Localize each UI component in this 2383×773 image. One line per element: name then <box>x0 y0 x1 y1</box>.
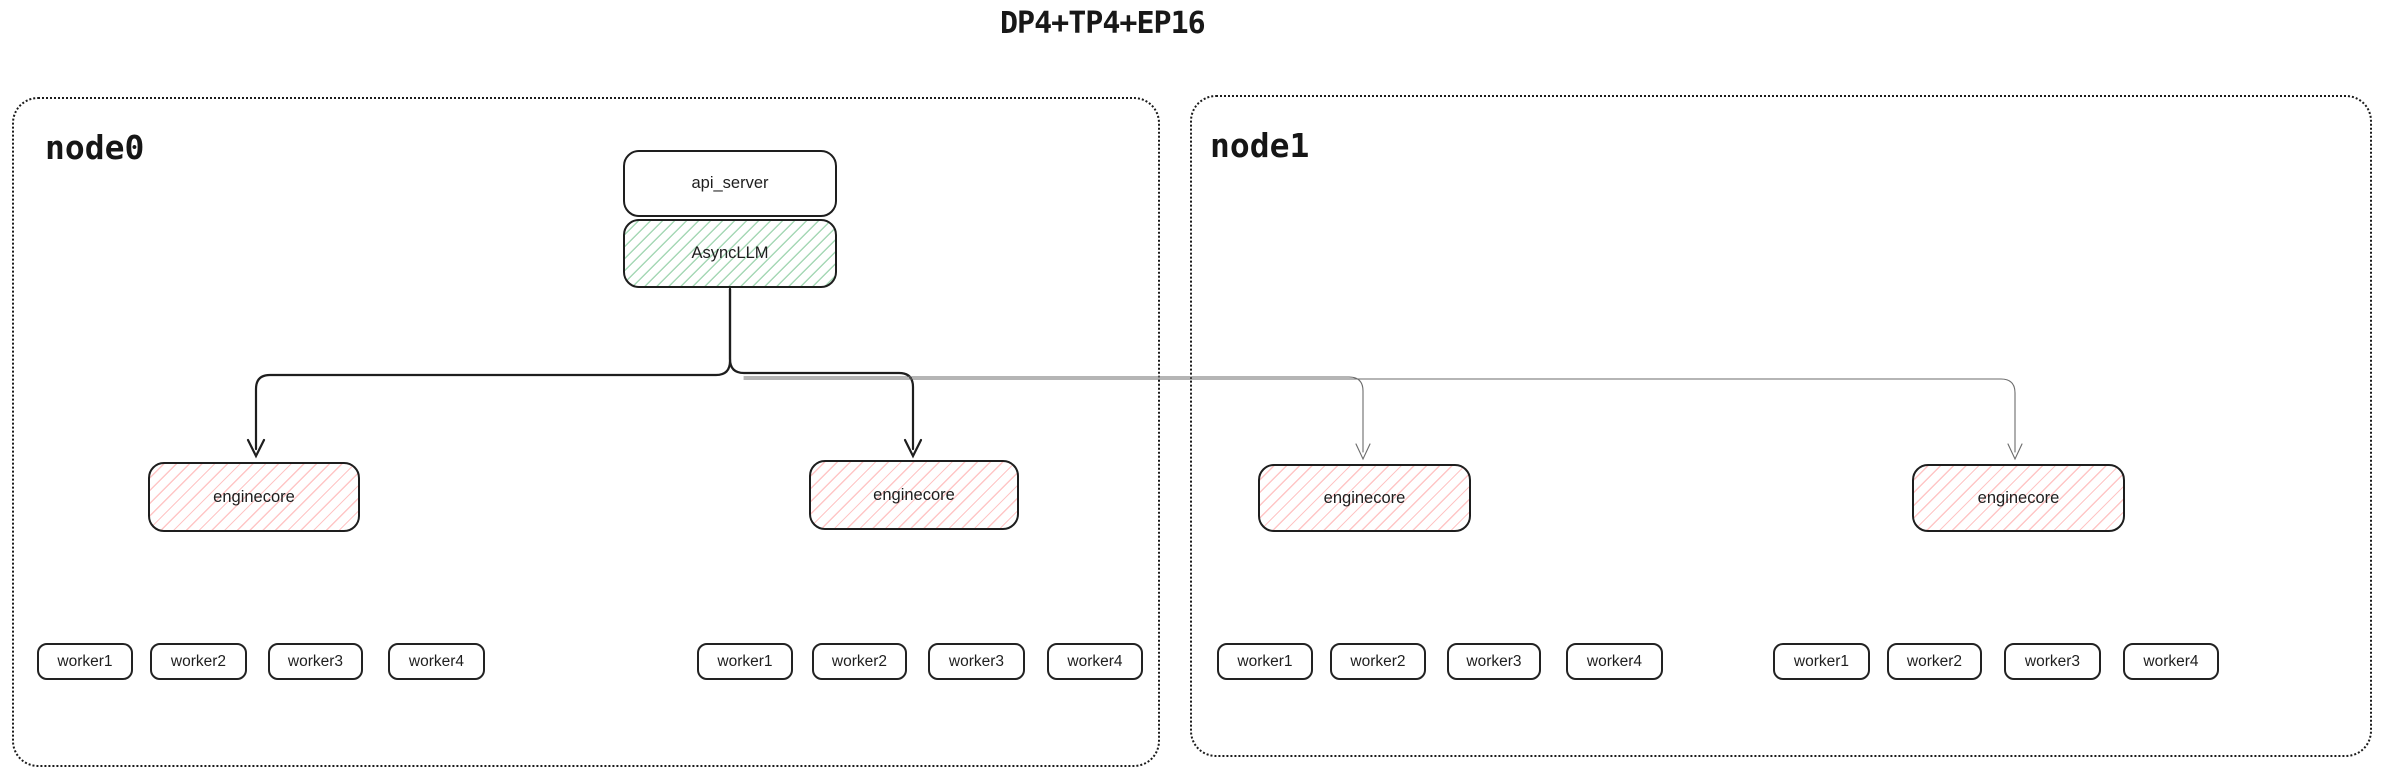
worker-box: worker1 <box>697 643 793 680</box>
worker-label: worker4 <box>408 652 465 670</box>
worker-box: worker4 <box>1566 643 1663 680</box>
worker-label: worker3 <box>1466 652 1522 670</box>
enginecore-label: enginecore <box>1323 488 1406 507</box>
worker-box: worker3 <box>928 643 1025 680</box>
worker-box: worker1 <box>37 643 133 680</box>
worker-box: worker3 <box>2004 643 2101 680</box>
worker-box: worker1 <box>1773 643 1870 680</box>
worker-label: worker1 <box>1793 652 1850 670</box>
worker-label: worker4 <box>1586 652 1643 670</box>
async-llm-box: AsyncLLM <box>623 219 837 288</box>
worker-label: worker1 <box>1237 652 1293 670</box>
worker-box: worker2 <box>150 643 247 680</box>
worker-label: worker3 <box>948 652 1005 670</box>
async-llm-label: AsyncLLM <box>691 244 769 262</box>
api-server-label: api_server <box>691 174 769 192</box>
worker-box: worker4 <box>1047 643 1143 680</box>
worker-box: worker1 <box>1217 643 1313 680</box>
worker-label: worker2 <box>1906 652 1963 670</box>
worker-box: worker2 <box>1887 643 1982 680</box>
worker-label: worker1 <box>57 652 113 670</box>
worker-box: worker2 <box>1330 643 1426 680</box>
enginecore-box-2: enginecore <box>809 460 1019 530</box>
worker-box: worker3 <box>268 643 363 680</box>
enginecore-label: enginecore <box>873 485 955 504</box>
worker-label: worker1 <box>717 652 773 670</box>
worker-box: worker3 <box>1447 643 1541 680</box>
enginecore-box-1: enginecore <box>148 462 360 532</box>
worker-box: worker4 <box>2123 643 2219 680</box>
worker-label: worker2 <box>831 652 888 670</box>
worker-box: worker4 <box>388 643 485 680</box>
worker-label: worker3 <box>2024 652 2081 670</box>
node1-label: node1 <box>1210 126 1310 165</box>
worker-label: worker3 <box>287 652 344 670</box>
enginecore-label: enginecore <box>213 487 295 506</box>
enginecore-box-4: enginecore <box>1912 464 2125 532</box>
diagram-title: DP4+TP4+EP16 <box>1000 6 1206 41</box>
api-server-box: api_server <box>623 150 837 217</box>
worker-label: worker2 <box>1350 652 1406 670</box>
enginecore-box-3: enginecore <box>1258 464 1471 532</box>
enginecore-label: enginecore <box>1977 488 2060 507</box>
worker-label: worker2 <box>170 652 227 670</box>
worker-box: worker2 <box>812 643 907 680</box>
worker-label: worker4 <box>2143 652 2199 670</box>
worker-label: worker4 <box>1067 652 1123 670</box>
node0-label: node0 <box>45 128 145 167</box>
